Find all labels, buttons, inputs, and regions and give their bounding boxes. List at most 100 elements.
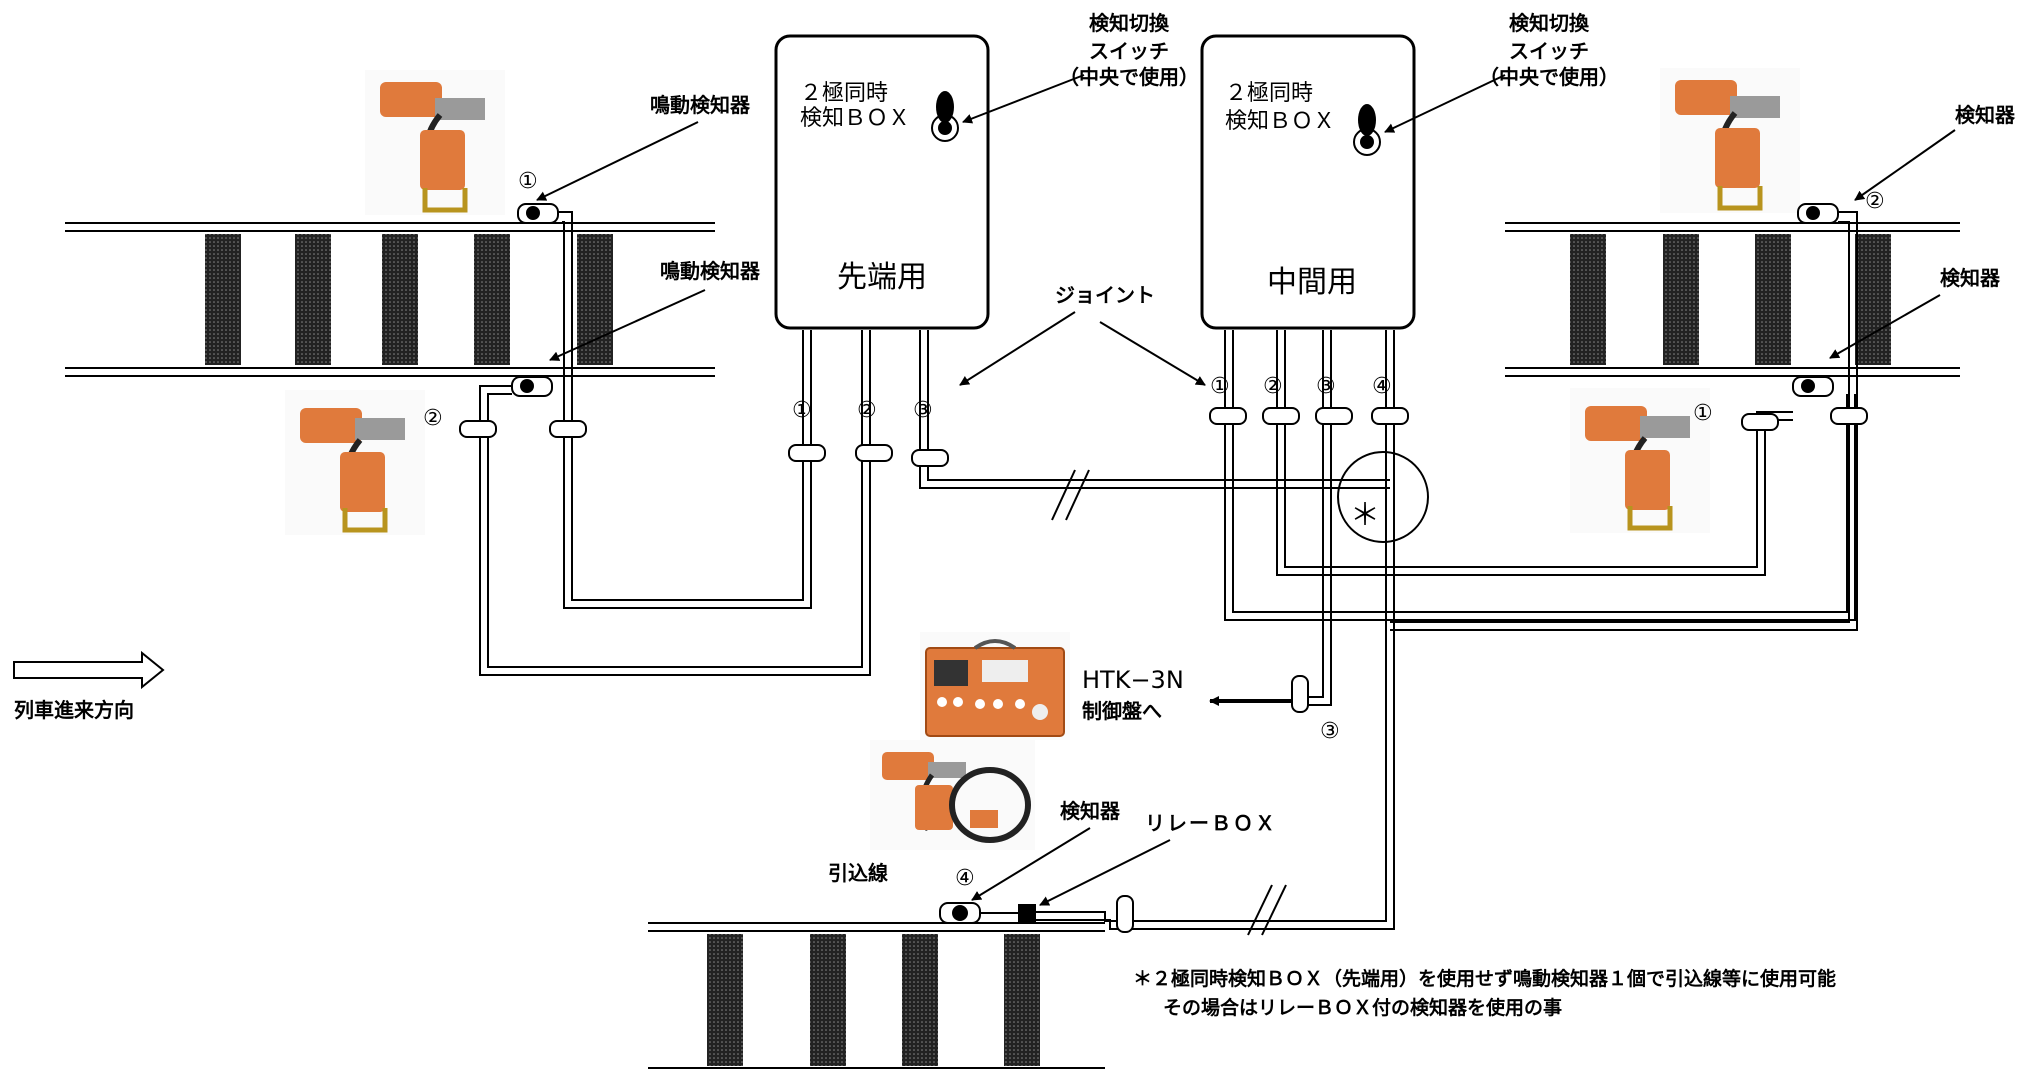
lead-box-title-2: 検知ＢＯＸ (800, 106, 910, 131)
direction-label: 列車進来方向 (14, 698, 134, 722)
svg-text:スイッチ: スイッチ (1089, 39, 1169, 63)
detector-sensor-icon (517, 203, 559, 224)
leader-arrow (1039, 839, 1171, 906)
joint-connector (911, 449, 949, 467)
track-left (65, 222, 715, 377)
circled-number: ④ (955, 866, 975, 891)
track-tie (707, 934, 743, 1066)
lead-box-title-1: ２極同時 (800, 81, 888, 106)
track-tie (474, 234, 510, 365)
track-tie (1570, 234, 1606, 365)
lead-box-name: 先端用 (837, 260, 927, 295)
circled-number: ① (1210, 374, 1230, 399)
joint-connectors (459, 407, 1868, 933)
circled-numbers: ① ② ② ① ① ② ③ ① ② ③ ④ ③ ④ (423, 169, 1885, 891)
leader-arrow (1829, 294, 1941, 359)
track-tie (295, 234, 331, 365)
track-tie (902, 934, 938, 1066)
sound-detector-label: 鳴動検知器 (650, 93, 751, 117)
circled-number: ② (857, 398, 877, 423)
lead-in-label: 引込線 (828, 861, 888, 885)
detector-label: 検知器 (1955, 103, 2016, 127)
detector-sensor-icon (939, 902, 981, 924)
control-to-label: 制御盤へ (1082, 699, 1162, 723)
circled-number: ④ (1372, 374, 1392, 399)
track-tie (382, 234, 418, 365)
track-tie (205, 234, 241, 365)
track-tie (1663, 234, 1699, 365)
middle-box-title-2: 検知ＢＯＸ (1225, 109, 1335, 134)
leader-arrow (1384, 74, 1506, 133)
detector-sensor-icon (1792, 376, 1834, 397)
lead-box: ２極同時 検知ＢＯＸ 先端用 (774, 34, 990, 330)
middle-box-name: 中間用 (1267, 265, 1357, 300)
joint-connector (1371, 407, 1409, 425)
middle-box-title-1: ２極同時 (1225, 81, 1313, 106)
joint-connector (1741, 413, 1779, 431)
circled-number: ③ (913, 398, 933, 423)
track-tie (1855, 234, 1891, 365)
joint-connector (549, 420, 587, 438)
middle-box: ２極同時 検知ＢＯＸ 中間用 (1200, 34, 1416, 330)
detector-sensor-icon (1797, 203, 1839, 224)
circled-number: ② (423, 406, 443, 431)
joint-connector (1291, 675, 1309, 713)
sound-detector-label: 鳴動検知器 (660, 259, 761, 283)
detector-sensor-icon (511, 376, 553, 397)
leader-arrow (962, 74, 1085, 124)
control-panel-image (920, 632, 1070, 740)
break-mark (1051, 469, 1287, 936)
switch-label-lead: 検知切換 スイッチ （中央で使用） (1059, 11, 1199, 89)
junction-circle (1337, 451, 1429, 543)
control-model-label: HTK−3N (1082, 666, 1184, 694)
circled-number: ③ (1316, 374, 1336, 399)
circled-number: ② (1865, 189, 1885, 214)
svg-text:検知切換: 検知切換 (1509, 11, 1590, 35)
detector-device-image (1570, 388, 1710, 533)
svg-text:検知切換: 検知切換 (1089, 11, 1170, 35)
track-bottom (648, 922, 1105, 1069)
joint-connector (1262, 407, 1300, 425)
joint-label: ジョイント (1055, 283, 1155, 307)
detector-with-relay-image (870, 740, 1035, 850)
track-tie (577, 234, 613, 365)
circled-number: ① (1693, 401, 1713, 426)
joint-connector (1209, 407, 1247, 425)
leader-arrow (536, 121, 699, 201)
track-right (1505, 222, 1960, 377)
joint-connector (855, 444, 893, 462)
track-tie (1004, 934, 1040, 1066)
svg-text:スイッチ: スイッチ (1509, 39, 1589, 63)
leader-arrow (1099, 321, 1206, 386)
joint-connector (1116, 895, 1134, 933)
detector-device-image (1660, 68, 1800, 213)
joint-connector (788, 444, 826, 462)
toggle-switch-icon[interactable] (931, 91, 959, 142)
toggle-switch-icon[interactable] (1353, 104, 1381, 156)
joint-connector (1315, 407, 1353, 425)
circled-number: ① (792, 398, 812, 423)
leader-arrow (549, 289, 706, 361)
leader-arrow (971, 827, 1091, 901)
circled-number: ③ (1320, 719, 1340, 744)
junction-asterisk: ＊ (1350, 498, 1380, 533)
joint-connector (1830, 407, 1868, 425)
note-line-1: ＊２極同時検知ＢＯＸ（先端用）を使用せず鳴動検知器１個で引込線等に使用可能 (1133, 967, 1836, 990)
svg-text:（中央で使用）: （中央で使用） (1059, 65, 1199, 89)
leader-arrow (1854, 129, 1956, 201)
note-line-2: その場合はリレーＢＯＸ付の検知器を使用の事 (1163, 996, 1562, 1019)
detector-device-image (285, 390, 425, 535)
detector-label: 検知器 (1940, 266, 2001, 290)
joint-connector (459, 420, 497, 438)
track-tie (1755, 234, 1791, 365)
leader-arrow (959, 311, 1076, 386)
relay-box-icon (1018, 904, 1036, 922)
relay-box-label: リレーＢＯＸ (1145, 811, 1277, 835)
detector-label: 検知器 (1060, 799, 1121, 823)
track-tie (810, 934, 846, 1066)
circled-number: ① (518, 169, 538, 194)
detector-device-image (365, 70, 505, 215)
circled-number: ② (1263, 374, 1283, 399)
direction-arrow-icon (13, 650, 165, 690)
